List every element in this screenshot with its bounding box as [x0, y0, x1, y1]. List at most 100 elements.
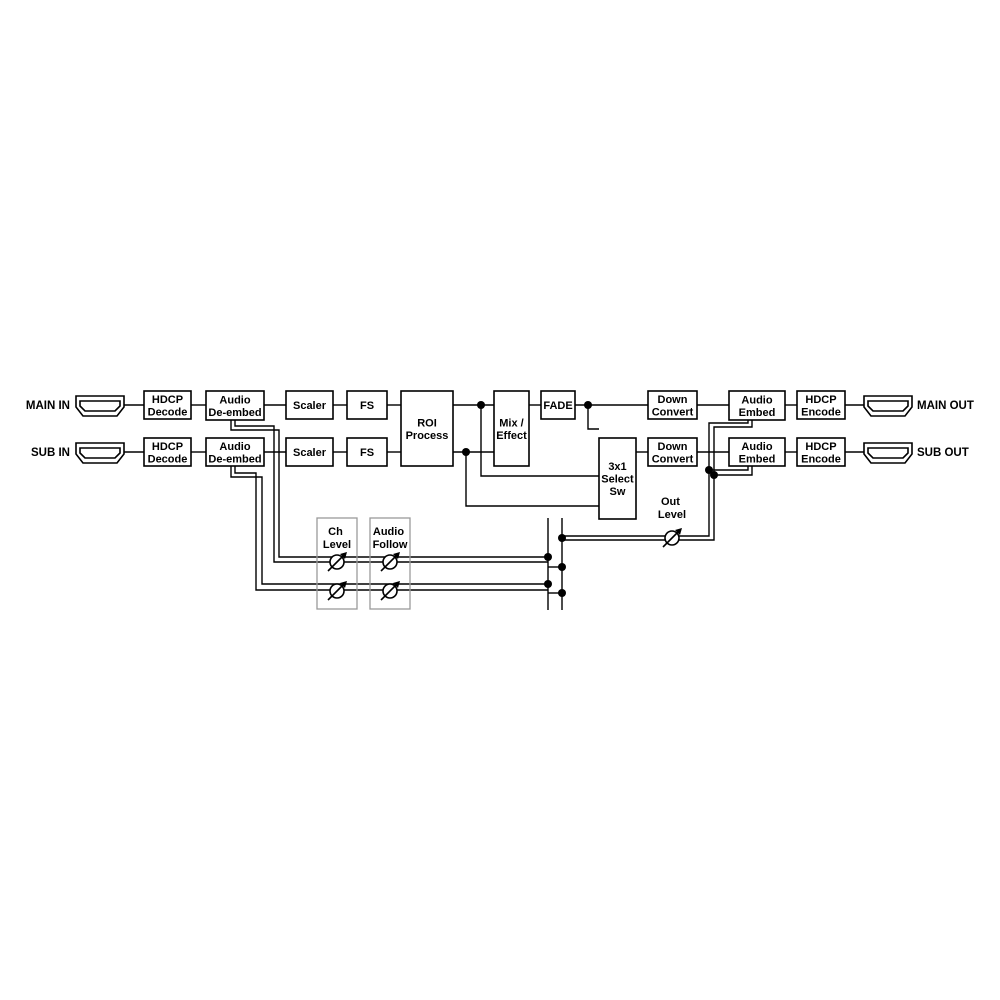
junction-dot	[705, 466, 713, 474]
junctions	[462, 401, 718, 597]
level-controls	[327, 528, 682, 601]
block-frame	[796, 437, 846, 467]
block-label-line: Sw	[610, 486, 626, 498]
block-label: FS	[360, 400, 374, 412]
block-frame	[728, 390, 786, 421]
junction-dot	[462, 448, 470, 456]
hdmi-connectors	[75, 395, 913, 464]
junction-dot	[477, 401, 485, 409]
block-label-line: Audio	[219, 441, 250, 453]
junction-dot	[544, 553, 552, 561]
block-frame	[285, 437, 334, 467]
scaler-main-block: Scaler	[285, 390, 334, 420]
block-label-line: Convert	[652, 453, 694, 465]
variable-level-icon	[327, 552, 347, 572]
audio-follow-label-line: Audio	[373, 526, 404, 538]
block-label-line: Down	[658, 441, 688, 453]
block-frame	[647, 437, 698, 467]
sub-in-label: SUB IN	[31, 447, 70, 459]
block-label: Scaler	[293, 447, 327, 459]
junction-dot	[558, 563, 566, 571]
block-frame	[728, 437, 786, 467]
block-frame	[400, 390, 454, 467]
block-label-line: Mix /	[499, 417, 523, 429]
variable-level-icon	[662, 528, 682, 548]
out-level-label-line: Level	[658, 509, 686, 521]
block-label-line: Scaler	[293, 400, 327, 412]
block-frame	[346, 437, 388, 467]
block-frame	[205, 390, 265, 421]
block-frame	[647, 390, 698, 420]
main-in-label: MAIN IN	[26, 400, 70, 412]
block-frame	[143, 437, 192, 467]
block-label: FS	[360, 447, 374, 459]
block-label-line: HDCP	[805, 394, 836, 406]
block-label: Scaler	[293, 400, 327, 412]
audio-follow-group: Audio Follow	[369, 517, 411, 610]
block-label: Mix /Effect	[496, 417, 527, 442]
block-label-line: FS	[360, 400, 374, 412]
hdmi-port-icon	[75, 442, 125, 464]
variable-level-icon	[380, 552, 400, 572]
hdmi-port-icon	[75, 395, 125, 417]
block-label-line: Audio	[741, 394, 772, 406]
ch-level-label-line: Ch	[328, 526, 343, 538]
block-frame	[205, 437, 265, 467]
variable-level-icon	[380, 581, 400, 601]
block-label-line: Decode	[148, 453, 188, 465]
block-label-line: Encode	[801, 406, 841, 418]
junction-dot	[558, 589, 566, 597]
junction-dot	[584, 401, 592, 409]
hdmi-port-icon	[863, 395, 913, 417]
signal-lines	[124, 404, 864, 610]
audio-follow-label: Audio Follow	[373, 526, 408, 551]
junction-dot	[544, 580, 552, 588]
block-label-line: HDCP	[805, 441, 836, 453]
block-label-line: 3x1	[608, 461, 626, 473]
block-label-line: Process	[406, 430, 449, 442]
block-label-line: Convert	[652, 406, 694, 418]
block-frame	[143, 390, 192, 420]
ch-level-label-line: Level	[323, 539, 351, 551]
scaler-sub-block: Scaler	[285, 437, 334, 467]
block-label-line: FS	[360, 447, 374, 459]
mix-effect-block: Mix /Effect	[493, 390, 530, 467]
out-level-label: Out Level	[658, 496, 686, 521]
block-frame	[285, 390, 334, 420]
block-label-line: Effect	[496, 430, 527, 442]
block-label-line: FADE	[543, 400, 572, 412]
variable-level-icon	[327, 581, 347, 601]
ch-level-group: Ch Level	[316, 517, 358, 610]
block-label-line: Embed	[739, 453, 776, 465]
block-label: FADE	[543, 400, 572, 412]
block-label-line: Embed	[739, 407, 776, 419]
fs-main-block: FS	[346, 390, 388, 420]
block-label-line: De-embed	[208, 453, 261, 465]
block-label-line: Audio	[741, 441, 772, 453]
fs-sub-block: FS	[346, 437, 388, 467]
block-label-line: Audio	[219, 394, 250, 406]
audio-follow-label-line: Follow	[373, 539, 408, 551]
block-label-line: HDCP	[152, 394, 183, 406]
out-level-label-line: Out	[661, 496, 680, 508]
block-label-line: De-embed	[208, 407, 261, 419]
block-label-line: Encode	[801, 453, 841, 465]
